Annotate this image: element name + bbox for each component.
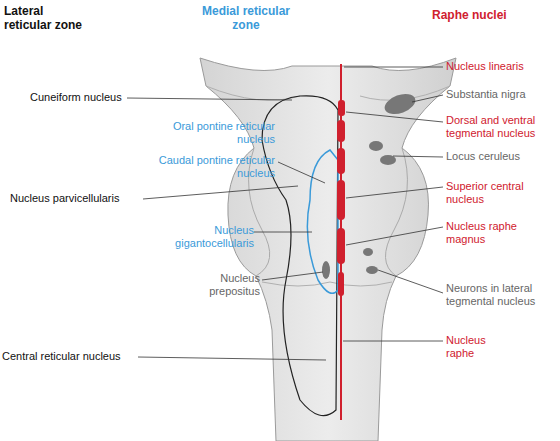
prepositus-nucleus: [322, 261, 330, 279]
leader-line: [346, 112, 443, 122]
leader-line: [343, 341, 443, 342]
raphe-nucleus: [337, 120, 345, 142]
zone-heading: Raphe nuclei: [432, 8, 542, 22]
substantia-nigra: [382, 90, 418, 118]
medulla-contour: [262, 282, 392, 286]
zone-heading: Lateral reticular zone: [4, 4, 84, 32]
locus-ceruleus: [380, 155, 396, 165]
nucleus-label: Cuneiform nucleus: [30, 91, 130, 104]
raphe-nucleus: [338, 100, 345, 116]
zone-heading: Medial reticular zone: [196, 4, 296, 32]
leader-line: [344, 67, 443, 68]
leader-line: [127, 98, 292, 100]
nucleus-label: Central reticular nucleus: [2, 350, 142, 363]
brainstem-outline: [200, 58, 456, 441]
leader-line: [262, 272, 323, 280]
nucleus-label: Substantia nigra: [446, 88, 556, 101]
leader-line: [254, 232, 312, 233]
nucleus-label: Dorsal and ventral tegmental nucleus: [446, 114, 556, 140]
pons-contour: [385, 148, 407, 276]
nucleus-label: Nucleus gigantocellularis: [170, 224, 254, 250]
leader-line: [143, 186, 298, 199]
leader-line: [412, 95, 443, 102]
raphe-nucleus: [337, 180, 345, 220]
nucleus-label: Caudal pontine reticular nucleus: [150, 154, 275, 180]
nucleus-label: Nucleus raphe: [446, 334, 506, 360]
nucleus-label: Oral pontine reticular nucleus: [150, 120, 275, 146]
nucleus-label: Nucleus prepositus: [190, 272, 260, 298]
raphe-nucleus: [338, 272, 344, 296]
leader-line: [138, 357, 326, 360]
locus-ceruleus: [369, 141, 383, 151]
nucleus-label: Neurons in lateral tegmental nucleus: [446, 282, 556, 308]
leader-line: [278, 162, 325, 183]
lateral-tegmental-neurons: [366, 266, 378, 274]
nucleus-label: Nucleus raphe magnus: [446, 220, 536, 246]
nucleus-label: Nucleus linearis: [446, 60, 556, 73]
leader-line: [378, 270, 443, 293]
raphe-nucleus: [337, 148, 345, 174]
leader-line: [346, 187, 443, 198]
lateral-tegmental-neurons: [363, 248, 373, 256]
nucleus-label: Locus ceruleus: [446, 150, 556, 163]
raphe-nucleus: [337, 228, 345, 264]
nucleus-label: Nucleus parvicellularis: [10, 192, 145, 205]
leader-line: [393, 156, 443, 157]
leader-line: [346, 227, 443, 245]
nucleus-label: Superior central nucleus: [446, 180, 546, 206]
